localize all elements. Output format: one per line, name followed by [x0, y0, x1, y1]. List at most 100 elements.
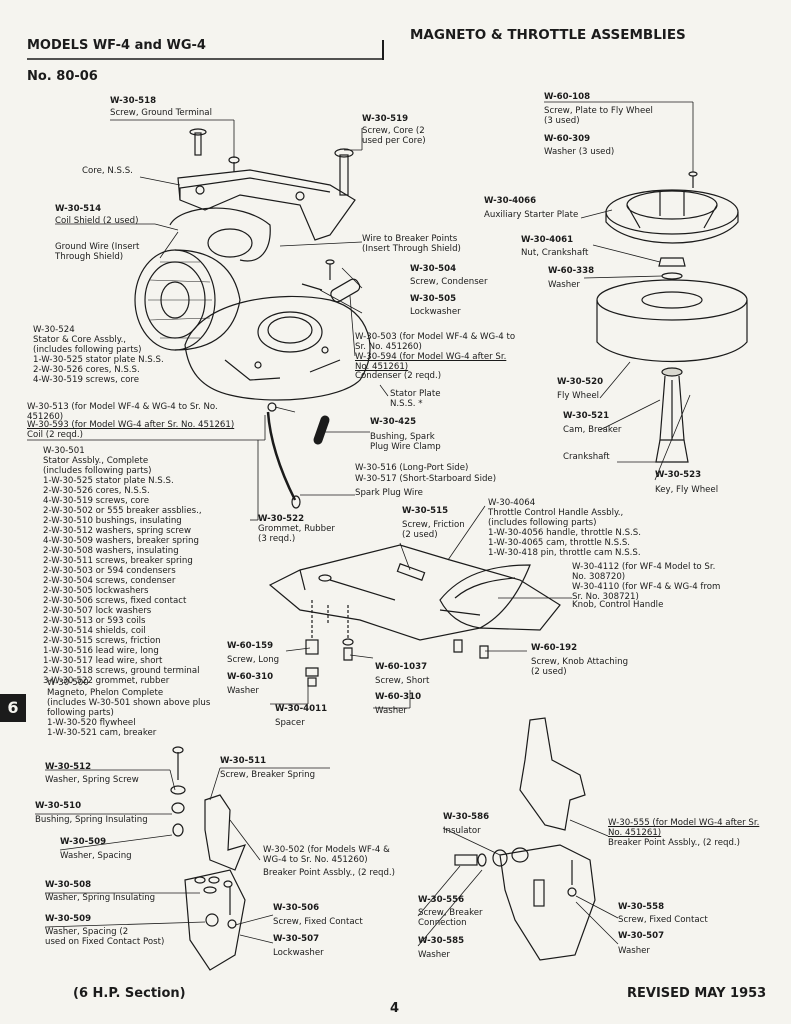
- knob-drawing: [439, 564, 531, 629]
- part-number-w60309: W-60-309: [544, 134, 591, 144]
- part-number-w30520: W-30-520: [557, 377, 604, 387]
- condenser-drawing: [301, 259, 361, 303]
- flywheel-drawing: [596, 279, 748, 363]
- part-desc-w30523: Key, Fly Wheel: [655, 485, 719, 495]
- section-tab: 6: [0, 694, 26, 722]
- part-number-w30521: W-30-521: [563, 411, 610, 421]
- stator-assembly-w30501: W-30-501 Stator Assbly., Complete (inclu…: [43, 446, 202, 686]
- part-number-w60310b: W-60-310: [375, 692, 422, 702]
- part-desc-w60192: Screw, Knob Attaching (2 used): [531, 657, 629, 677]
- part-desc-w60310a: Washer: [227, 686, 259, 696]
- part-desc-w30522: Grommet, Rubber (3 reqd.): [258, 524, 335, 544]
- part-desc-w30514: Coil Shield (2 used): [55, 216, 139, 226]
- part-number-w30507b: W-30-507: [618, 931, 665, 941]
- part-desc-w60309: Washer (3 used): [544, 147, 615, 157]
- part-desc-w60310b: Washer: [375, 706, 407, 716]
- part-number-w30425: W-30-425: [370, 417, 417, 427]
- part-number-w60310a: W-60-310: [227, 672, 274, 682]
- part-w30517: W-30-517 (Short-Starboard Side): [355, 474, 497, 484]
- part-desc-w30509b: Washer, Spacing (2 used on Fixed Contact…: [45, 927, 165, 947]
- part-w30594: W-30-594 (for Model WG-4 after Sr. No. 4…: [355, 352, 507, 372]
- spark-plug-wire-label: Spark Plug Wire: [355, 488, 423, 498]
- ground-wire-label: Ground Wire (Insert Through Shield): [55, 242, 140, 262]
- part-desc-w30510: Bushing, Spring Insulating: [35, 815, 148, 825]
- part-desc-w30585: Washer: [418, 950, 450, 960]
- part-desc-w30502: Breaker Point Assbly., (2 reqd.): [263, 868, 395, 878]
- coil-drawing: [134, 249, 241, 351]
- part-w30593: W-30-593 (for Model WG-4 after Sr. No. 4…: [27, 420, 235, 430]
- part-w30555: W-30-555 (for Model WG-4 after Sr. No. 4…: [608, 818, 760, 838]
- magneto-complete-w30500: W-30-500 Magneto, Phelon Complete (inclu…: [47, 678, 211, 738]
- part-desc-w30507a: Lockwasher: [273, 948, 324, 958]
- part-w304112: W-30-4112 (for WF-4 Model to Sr. No. 308…: [572, 562, 716, 582]
- part-number-w601037: W-60-1037: [375, 662, 428, 672]
- part-desc-w30519: Screw, Core (2 used per Core): [362, 126, 426, 146]
- part-number-w30522: W-30-522: [258, 514, 305, 524]
- part-number-w30558: W-30-558: [618, 902, 665, 912]
- part-desc-w30509a: Washer, Spacing: [60, 851, 132, 861]
- part-number-w30504: W-30-504: [410, 264, 457, 274]
- part-desc-w30507b: Washer: [618, 946, 650, 956]
- part-number-w30518: W-30-518: [110, 96, 157, 106]
- part-number-w30506: W-30-506: [273, 903, 320, 913]
- part-desc-w30511: Screw, Breaker Spring: [220, 770, 316, 780]
- part-number-w30509b: W-30-509: [45, 914, 92, 924]
- part-desc-w60159: Screw, Long: [227, 655, 280, 665]
- part-number-w304066: W-30-4066: [484, 196, 537, 206]
- part-number-w30509a: W-30-509: [60, 837, 107, 847]
- part-desc-w30556: Screw, Breaker Connection: [418, 908, 483, 928]
- starter-plate-drawing: [605, 171, 739, 244]
- part-number-w30505: W-30-505: [410, 294, 457, 304]
- spark-plug-wire-drawing: [266, 411, 330, 509]
- part-desc-w30520: Fly Wheel: [557, 391, 600, 401]
- part-number-w30519: W-30-519: [362, 114, 409, 124]
- part-desc-w60108: Screw, Plate to Fly Wheel (3 used): [544, 106, 653, 126]
- page-title: MAGNETO & THROTTLE ASSEMBLIES: [410, 27, 686, 43]
- part-desc-w304066: Auxiliary Starter Plate: [484, 210, 579, 220]
- part-desc-w30521: Cam, Breaker: [563, 425, 622, 435]
- part-desc-w30518: Screw, Ground Terminal: [110, 108, 212, 118]
- part-desc-w30508: Washer, Spring Insulating: [45, 893, 156, 903]
- coil-label: Coil (2 reqd.): [27, 430, 83, 440]
- part-desc-w30558: Screw, Fixed Contact: [618, 915, 708, 925]
- part-w30513: W-30-513 (for Model WF-4 & WG-4 to Sr. N…: [27, 402, 218, 422]
- part-number-w60338: W-60-338: [548, 266, 595, 276]
- part-number-w30512: W-30-512: [45, 762, 92, 772]
- part-desc-w30425: Bushing, Spark Plug Wire Clamp: [370, 432, 441, 452]
- part-desc-w601037: Screw, Short: [375, 676, 430, 686]
- part-desc-w30512: Washer, Spring Screw: [45, 775, 139, 785]
- spacers-screws-drawing: [305, 600, 489, 687]
- part-number-w30556: W-30-556: [418, 895, 465, 905]
- part-w30516: W-30-516 (Long-Port Side): [355, 463, 469, 473]
- breaker-assembly-left-drawing: [170, 746, 247, 971]
- friction-screw-drawing: [396, 563, 426, 581]
- part-w30502: W-30-502 (for Models WF-4 & WG-4 to Sr. …: [263, 845, 390, 865]
- throttle-handle-assembly-w304064: W-30-4064 Throttle Control Handle Assbly…: [488, 498, 641, 558]
- part-number-w60192: W-60-192: [531, 643, 578, 653]
- part-number-w60108: W-60-108: [544, 92, 591, 102]
- part-desc-w30505: Lockwasher: [410, 307, 461, 317]
- wire-breaker-label: Wire to Breaker Points (Insert Through S…: [362, 234, 461, 254]
- crankshaft-drawing: [655, 367, 689, 463]
- part-number-w30523: W-30-523: [655, 470, 702, 480]
- knob-label: Knob, Control Handle: [572, 600, 664, 610]
- part-number-w30515: W-30-515: [402, 506, 449, 516]
- section-label: (6 H.P. Section): [73, 986, 186, 1001]
- part-number-w30511: W-30-511: [220, 756, 267, 766]
- crankshaft-nut-drawing: [658, 257, 686, 280]
- part-number-w30510: W-30-510: [35, 801, 82, 811]
- part-desc-w30515: Screw, Friction (2 used): [402, 520, 465, 540]
- screw-core-drawing: [334, 148, 354, 196]
- page-number: 4: [390, 1001, 400, 1016]
- part-number-w30508: W-30-508: [45, 880, 92, 890]
- part-desc-w304011: Spacer: [275, 718, 305, 728]
- core-drawing: [177, 169, 356, 241]
- part-number-w304061: W-30-4061: [521, 235, 574, 245]
- part-desc-w60338: Washer: [548, 280, 580, 290]
- document-number: No. 80-06: [27, 69, 98, 84]
- screw-ground-terminal-drawing: [189, 128, 240, 172]
- breaker-assembly-right-drawing: [454, 717, 596, 961]
- coil-shield-drawing: [169, 207, 271, 262]
- crankshaft-label: Crankshaft: [563, 452, 610, 462]
